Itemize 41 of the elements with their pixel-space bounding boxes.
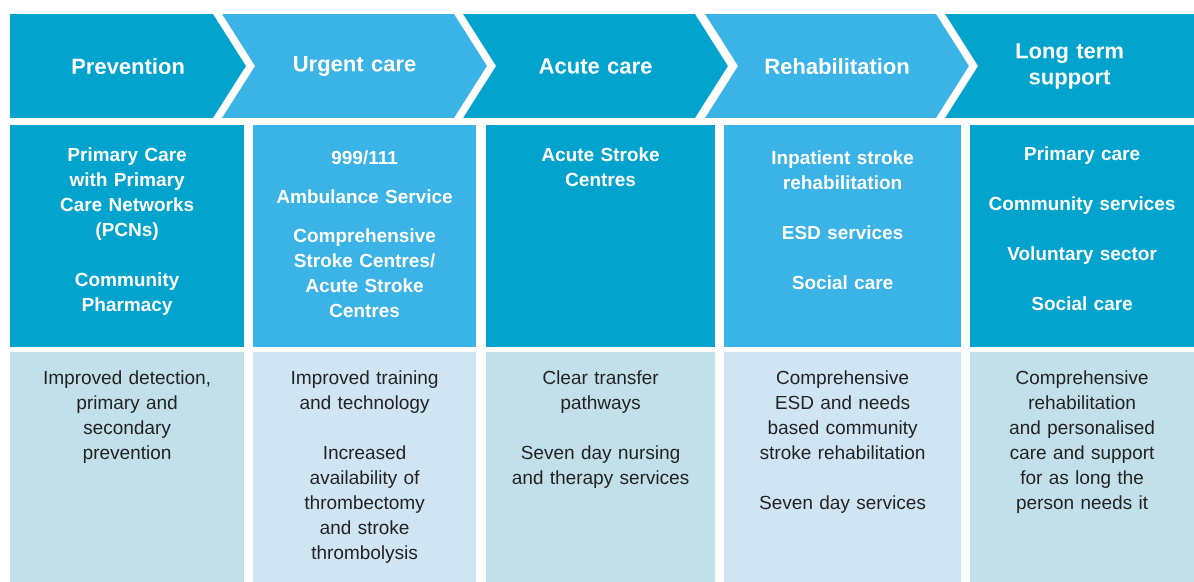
service-name: Inpatient stroke rehabilitation bbox=[772, 150, 914, 190]
service-name: Ambulance Service bbox=[276, 189, 452, 204]
stage-title: Prevention bbox=[72, 57, 184, 75]
service-name: Primary care bbox=[1025, 146, 1140, 164]
outcome-box bbox=[486, 352, 715, 582]
stage-header-band bbox=[463, 14, 728, 118]
service-box bbox=[486, 125, 715, 347]
outcome-text: Improved detection, primary and secondary prevention bbox=[44, 370, 210, 463]
outcome-box bbox=[724, 352, 961, 582]
outcome-text: Improved training and technology bbox=[292, 370, 438, 413]
service-box bbox=[253, 125, 476, 347]
outcome-text: Seven day nursing and therapy services bbox=[512, 445, 689, 488]
service-name: Social care bbox=[1031, 296, 1133, 311]
outcome-box bbox=[970, 352, 1194, 582]
service-name: Primary Care with Primary Care Networks (PCNs) bbox=[60, 147, 194, 240]
service-box bbox=[724, 125, 961, 347]
stage-title: Urgent care bbox=[294, 56, 416, 76]
service-name: Community Pharmacy bbox=[75, 272, 180, 315]
service-name: Comprehensive Stroke Centres/ Acute Stroke Centres bbox=[294, 228, 436, 318]
service-name: ESD services bbox=[783, 225, 903, 240]
stage-header-band bbox=[945, 14, 1194, 118]
outcome-text: Clear transfer pathways bbox=[543, 370, 659, 413]
stage-header-band bbox=[705, 14, 969, 118]
stage-title: Long term support bbox=[1016, 43, 1123, 89]
service-name: Social care bbox=[792, 275, 893, 290]
outcome-text: Seven day services bbox=[759, 495, 926, 513]
stage-title: Rehabilitation bbox=[765, 57, 909, 75]
stage-header-band bbox=[222, 14, 487, 118]
outcome-text: Comprehensive rehabilitation and personalised care and support for as long the person needs it bbox=[1009, 370, 1155, 513]
outcome-box bbox=[253, 352, 476, 582]
outcome-box bbox=[10, 352, 244, 582]
service-box bbox=[970, 125, 1194, 347]
service-name: 999/111 bbox=[331, 150, 398, 165]
stage-header-band bbox=[10, 14, 246, 118]
service-box bbox=[10, 125, 244, 347]
service-name: Community services bbox=[989, 196, 1175, 214]
outcome-text: Comprehensive ESD and needs based community stroke rehabilitation bbox=[760, 370, 925, 460]
outcome-text: Increased availability of thrombectomy and stroke thrombolysis bbox=[304, 445, 425, 563]
stage-title: Acute care bbox=[539, 58, 652, 74]
service-name: Acute Stroke Centres bbox=[541, 147, 659, 187]
service-name: Voluntary sector bbox=[1007, 246, 1157, 264]
